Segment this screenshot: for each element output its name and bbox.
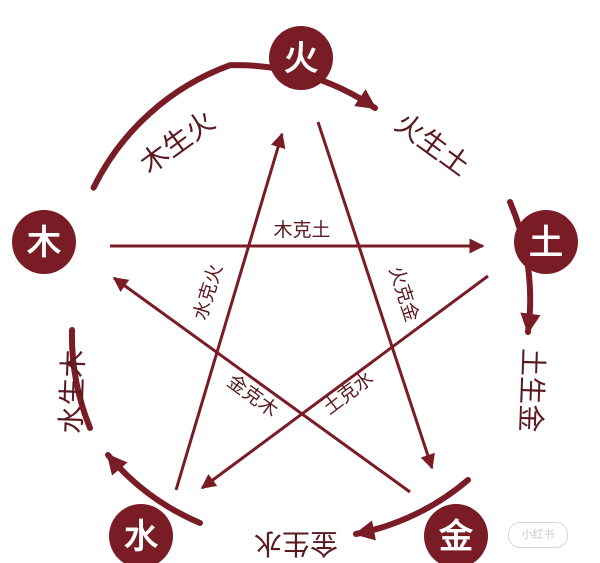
arc-wood-to-fire [90,62,233,191]
node-wood: 木 [12,210,76,274]
watermark: 小红书 [508,522,568,548]
label-water-controls-fire: 水克火 [189,262,227,323]
line-metal-to-wood [112,276,411,494]
generating-cycle [68,62,541,541]
node-fire: 火 [269,26,333,90]
label-wood-controls-earth: 木克土 [273,219,330,241]
label-fire-generates-earth: 火生土 [389,106,476,182]
node-water-label: 水 [124,517,159,557]
label-water-generates-wood: 水生木 [55,349,91,434]
arc-metal-to-water [353,477,471,541]
node-fire-label: 火 [284,39,318,79]
line-water-to-fire [174,132,286,491]
node-earth: 土 [514,210,578,274]
node-water: 水 [109,504,173,563]
node-wood-label: 木 [26,223,61,263]
arc-water-to-wood [105,452,203,526]
line-fire-to-metal [316,121,435,470]
node-metal-label: 金 [438,517,474,557]
node-earth-label: 土 [529,223,563,263]
label-metal-generates-water: 金生水 [254,527,338,560]
label-fire-controls-metal: 火克金 [384,264,423,325]
node-metal: 金 [424,504,488,563]
arc-wood-to-water [68,327,93,431]
controlling-star [110,121,489,494]
label-earth-generates-metal: 土生金 [514,348,550,433]
line-earth-to-water [200,274,489,490]
